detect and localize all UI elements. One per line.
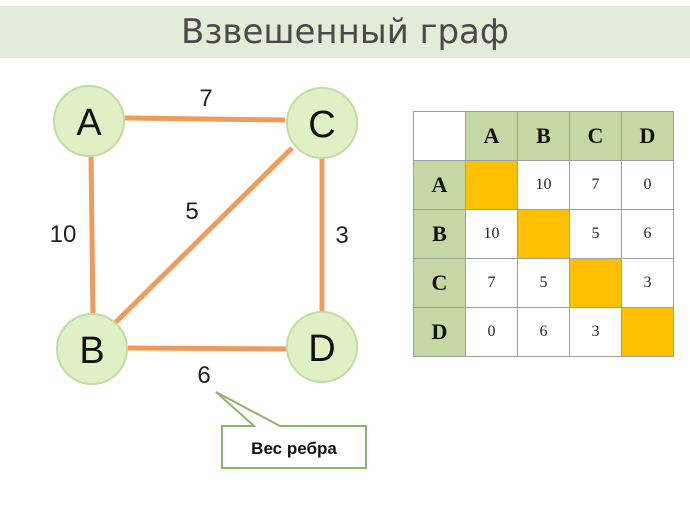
edge-weight-b-d: 6 bbox=[197, 362, 210, 389]
matrix-diagonal-cell bbox=[517, 209, 570, 259]
callout-box bbox=[215, 391, 367, 469]
node-a: A bbox=[53, 85, 125, 157]
matrix-col-header: C bbox=[569, 111, 622, 161]
matrix-diagonal-cell bbox=[621, 307, 674, 357]
matrix-corner bbox=[413, 111, 466, 161]
title-bar: Взвешенный граф bbox=[0, 6, 690, 58]
node-d: D bbox=[286, 311, 358, 383]
matrix-header-row: A B C D bbox=[413, 111, 674, 161]
edge-a-b bbox=[88, 154, 96, 319]
matrix-row: B 10 5 6 bbox=[413, 209, 674, 259]
edge-weight-c-d: 3 bbox=[335, 222, 348, 249]
edge-b-c bbox=[113, 146, 294, 325]
node-a-label: A bbox=[76, 102, 102, 144]
matrix-cell: 0 bbox=[465, 307, 518, 357]
matrix-cell: 3 bbox=[621, 258, 674, 308]
matrix-cell: 7 bbox=[465, 258, 518, 308]
edge-weight-a-b: 10 bbox=[50, 221, 77, 248]
matrix-cell: 3 bbox=[569, 307, 622, 357]
matrix-cell: 6 bbox=[621, 209, 674, 259]
callout-label: Вес ребра bbox=[251, 439, 337, 458]
matrix-row: A 10 7 0 bbox=[413, 160, 674, 210]
matrix-row-header: C bbox=[413, 258, 466, 308]
matrix-cell: 5 bbox=[569, 209, 622, 259]
matrix-cell: 6 bbox=[517, 307, 570, 357]
matrix-row-header: A bbox=[413, 160, 466, 210]
node-c: C bbox=[286, 87, 358, 159]
matrix-row-header: D bbox=[413, 307, 466, 357]
node-d-label: D bbox=[308, 328, 335, 370]
node-c-label: C bbox=[308, 104, 335, 146]
matrix-cell: 0 bbox=[621, 160, 674, 210]
matrix-cell: 10 bbox=[517, 160, 570, 210]
matrix-diagonal-cell bbox=[569, 258, 622, 308]
adjacency-matrix: A B C D A 10 7 0 B 10 5 6 C 7 5 3 D 0 6 … bbox=[413, 111, 674, 357]
edge-weight-a-c: 7 bbox=[199, 85, 212, 112]
edge-a-c bbox=[123, 115, 286, 123]
callout-weight: Вес ребра bbox=[215, 391, 367, 469]
matrix-diagonal-cell bbox=[465, 160, 518, 210]
matrix-cell: 7 bbox=[569, 160, 622, 210]
page-title: Взвешенный граф bbox=[181, 12, 509, 52]
matrix-col-header: D bbox=[621, 111, 674, 161]
node-b-label: B bbox=[79, 330, 104, 372]
matrix-row-header: B bbox=[413, 209, 466, 259]
matrix-cell: 5 bbox=[517, 258, 570, 308]
matrix-row: D 0 6 3 bbox=[413, 307, 674, 357]
matrix-cell: 10 bbox=[465, 209, 518, 259]
matrix-col-header: B bbox=[517, 111, 570, 161]
matrix-col-header: A bbox=[465, 111, 518, 161]
edge-b-d bbox=[127, 345, 288, 352]
matrix-row: C 7 5 3 bbox=[413, 258, 674, 308]
edge-weight-b-c: 5 bbox=[185, 198, 198, 225]
node-b: B bbox=[56, 313, 128, 385]
